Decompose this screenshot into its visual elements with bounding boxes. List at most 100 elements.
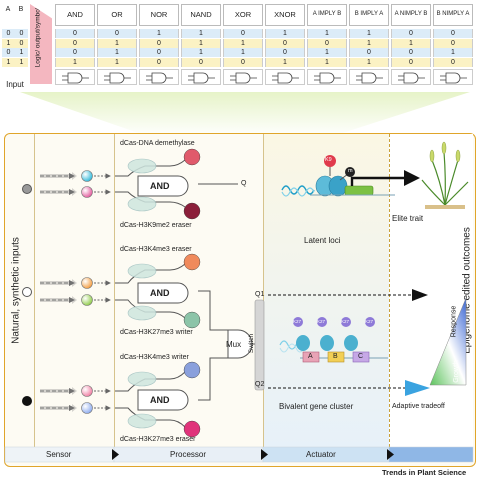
gate-output-cell: 1 [97,38,137,48]
q1-arrow [412,289,428,301]
gate-output-cell: 0 [433,29,473,38]
response-label: Response [450,305,458,338]
gate-output-cell: 1 [223,38,263,48]
input-header-b: B [18,6,24,13]
gate-output-cell: 1 [55,57,95,67]
m-label: m [348,168,353,174]
gate-output-cell: 0 [55,38,95,48]
gate-output-cell: 0 [391,48,431,57]
sensor-balls [81,170,93,414]
gate-header: A IMPLY B [307,4,347,26]
q2-arrow [405,380,430,396]
adaptive-tradeoff-label: Adaptive tradeoff [392,403,445,410]
switch-label: Switch [248,333,256,354]
latent-loci-label: Latent loci [304,236,341,245]
bottom-module-gate-label: AND [150,395,170,405]
elite-trait-label: Elite trait [392,214,424,223]
and-gates [137,175,189,411]
input-cell: 0 [19,30,24,37]
gate-output-cell: 1 [307,48,347,57]
input-cell: 1 [19,58,24,66]
gate-output-cell: 0 [433,57,473,67]
dcas-blobs [127,158,157,429]
gate-header: AND [55,4,95,26]
gate-output-cell: 0 [265,38,305,48]
gate-output-cell: 0 [223,57,263,67]
journal-label: Trends in Plant Science [382,468,467,477]
input-cell: 0 [6,49,11,56]
k9-label: K9 [325,157,332,163]
gate-symbol-icon [349,69,389,85]
response-triangle [429,297,467,386]
gate-symbol-icon [391,69,431,85]
gate-output-cell: 1 [139,29,179,38]
gate-output-cell: 1 [181,38,221,48]
input-cell: 0 [19,39,24,47]
input-circle-black [22,396,32,406]
gate-output-cell: 0 [265,48,305,57]
input-cell: 1 [6,39,11,47]
outcome-section [389,134,473,447]
gene-a-label: A [308,353,313,360]
funnel-glow [20,92,470,137]
input-circle-white [22,287,32,297]
gate-output-cell: 0 [307,38,347,48]
plant-ground [425,205,465,209]
gene-c-label: C [358,353,364,360]
footer-bar [4,446,474,463]
footer-processor: Processor [170,450,207,459]
sensor-fill-arrows [40,172,77,412]
elite-plant [421,141,469,206]
bottom-module-top-label: dCas-H3K4me3 writer [120,354,189,361]
gate-output-cell: 0 [139,38,179,48]
gate-output-cell: 0 [391,29,431,38]
gate-symbol-icon [181,69,221,85]
gate-output-cell: 0 [139,57,179,67]
bivalent-label: Bivalent gene cluster [279,402,354,411]
gate-output-cell: 0 [433,38,473,48]
sensor-arrows [40,173,75,411]
top-module-top-label: dCas-DNA demethylase [120,140,195,147]
gate-output-cell: 1 [181,48,221,57]
gate-symbol-icon [139,69,179,85]
input-cell: 1 [19,49,24,56]
gate-output-cell: 1 [97,57,137,67]
input-circle-grey [22,184,32,194]
gate-header: XOR [223,4,263,26]
gate-symbol-icon [307,69,347,85]
gate-output-cell: 1 [307,29,347,38]
sensor-small-arrows [94,173,111,411]
divider-actuator [263,134,264,447]
gate-output-cell: 0 [181,57,221,67]
growth-label: Growth [452,360,460,383]
gate-symbol-icon [97,69,137,85]
input-header-a: A [5,6,11,13]
gate-header: A NIMPLY B [391,4,431,26]
bivalent-cluster-graphic [279,317,388,363]
gate-output-cell: 1 [307,57,347,67]
gate-output-cell: 1 [265,57,305,67]
k27-label-4: K27 [365,319,374,324]
gate-output-cell: 1 [391,38,431,48]
gate-header: B NIMPLY A [433,4,473,26]
gate-output-cell: 1 [223,48,263,57]
gate-symbol-icon [265,69,305,85]
gate-header: XNOR [265,4,305,26]
divider-processor [114,134,115,447]
k27-label-1: K27 [293,319,302,324]
gate-output-cell: 0 [391,57,431,67]
effector-proteins [183,148,201,438]
input-cell: 1 [6,58,11,66]
gene-b-label: B [333,353,338,360]
top-module-bottom-label: dCas-H3K9me2 eraser [120,222,192,229]
gate-output-cell: 1 [181,29,221,38]
k27-label-2: K27 [317,319,326,324]
gate-symbol-icon [223,69,263,85]
gate-symbol-icon [433,69,473,85]
middle-module-gate-label: AND [150,288,170,298]
